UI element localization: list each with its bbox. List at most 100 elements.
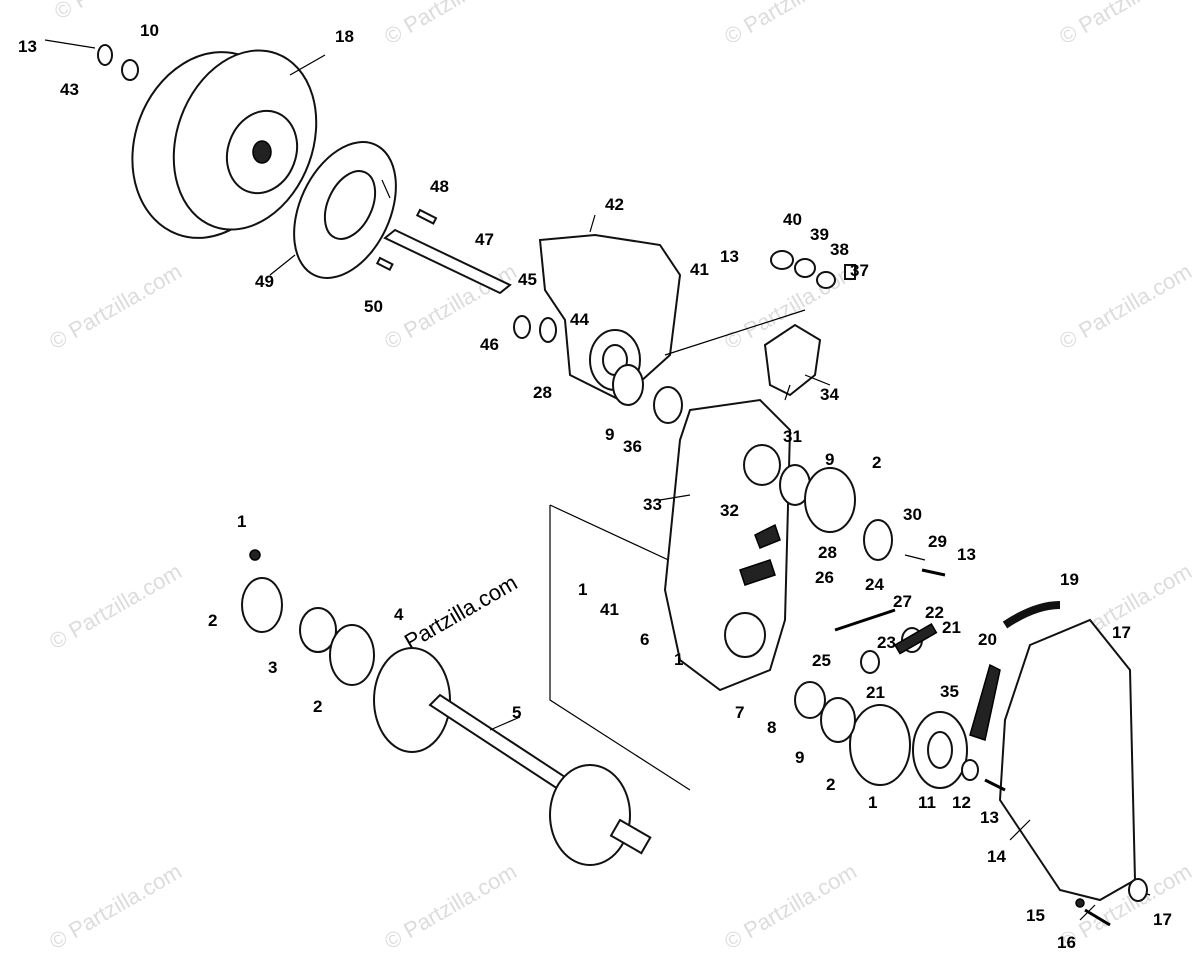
watermark: © Partzilla.com xyxy=(45,859,186,955)
label-11: 11 xyxy=(918,793,936,812)
leader-lines xyxy=(269,179,1151,921)
label-18: 18 xyxy=(335,27,354,46)
label-41: 41 xyxy=(600,600,619,619)
bearing xyxy=(794,681,826,719)
label-30: 30 xyxy=(903,505,922,524)
partzilla-url: Partzilla.com xyxy=(400,570,522,655)
label-13: 13 xyxy=(980,808,999,827)
label-44: 44 xyxy=(570,310,589,329)
label-13: 13 xyxy=(957,545,976,564)
label-2: 2 xyxy=(208,611,217,630)
label-42: 42 xyxy=(605,195,624,214)
label-47: 47 xyxy=(475,230,494,249)
label-13: 13 xyxy=(720,247,739,266)
disc-plate xyxy=(293,141,397,279)
label-31: 31 xyxy=(783,427,802,446)
label-3: 3 xyxy=(268,658,277,677)
label-2: 2 xyxy=(826,775,835,794)
reference-line xyxy=(549,504,691,571)
brake-assembly xyxy=(664,250,856,397)
bearing-flange xyxy=(849,704,911,786)
label-5: 5 xyxy=(512,703,521,722)
label-39: 39 xyxy=(810,225,829,244)
watermark: © Partzilla.com xyxy=(50,0,191,24)
label-12: 12 xyxy=(952,793,971,812)
label-43: 43 xyxy=(60,80,79,99)
label-15: 15 xyxy=(1026,906,1045,925)
washer xyxy=(121,59,139,81)
washer xyxy=(97,44,113,66)
label-29: 29 xyxy=(928,532,947,551)
label-1: 1 xyxy=(674,650,683,669)
watermark: © Partzilla.com xyxy=(45,559,186,655)
label-33: 33 xyxy=(643,495,662,514)
seal-ring xyxy=(612,364,644,406)
chaincase-cover xyxy=(998,601,1137,902)
label-17: 17 xyxy=(1112,623,1131,642)
label-17: 17 xyxy=(1153,910,1172,929)
label-1: 1 xyxy=(578,580,587,599)
bearing-flange xyxy=(804,467,856,533)
label-22: 22 xyxy=(925,603,944,622)
watermark: © Partzilla.com xyxy=(1055,0,1196,49)
chaincase-housing xyxy=(663,398,792,692)
label-9: 9 xyxy=(795,748,804,767)
washer xyxy=(539,317,557,343)
watermark: © Partzilla.com xyxy=(720,859,861,955)
watermark: © Partzilla.com xyxy=(380,259,521,355)
bolt xyxy=(984,778,1006,792)
label-28: 28 xyxy=(818,543,837,562)
label-40: 40 xyxy=(783,210,802,229)
driven-clutch-pulley xyxy=(131,49,326,239)
label-16: 16 xyxy=(1057,933,1076,952)
watermark: © Partzilla.com xyxy=(720,0,861,49)
sprocket xyxy=(863,519,893,561)
watermark: © Partzilla.com xyxy=(1055,259,1196,355)
drive-chain xyxy=(969,663,1001,741)
label-26: 26 xyxy=(815,568,834,587)
label-8: 8 xyxy=(767,718,776,737)
label-41: 41 xyxy=(690,260,709,279)
label-7: 7 xyxy=(735,703,744,722)
label-20: 20 xyxy=(978,630,997,649)
label-24: 24 xyxy=(865,575,884,594)
label-36: 36 xyxy=(623,437,642,456)
label-27: 27 xyxy=(893,592,912,611)
label-19: 19 xyxy=(1060,570,1079,589)
tensioner-assembly xyxy=(834,608,938,674)
label-21: 21 xyxy=(866,683,885,702)
label-23: 23 xyxy=(877,633,896,652)
label-50: 50 xyxy=(364,297,383,316)
bolt xyxy=(1084,908,1111,927)
label-1: 1 xyxy=(868,793,877,812)
nut xyxy=(1075,898,1085,908)
label-32: 32 xyxy=(720,501,739,520)
label-14: 14 xyxy=(987,847,1006,866)
washer xyxy=(513,315,531,339)
lower-sprocket xyxy=(912,711,968,789)
label-9: 9 xyxy=(605,425,614,444)
label-4: 4 xyxy=(394,605,404,624)
label-6: 6 xyxy=(640,630,649,649)
label-10: 10 xyxy=(140,21,159,40)
reference-line xyxy=(549,505,691,791)
label-37: 37 xyxy=(850,261,869,280)
label-48: 48 xyxy=(430,177,449,196)
grommet xyxy=(1128,878,1148,902)
label-21: 21 xyxy=(942,618,961,637)
watermark: © Partzilla.com xyxy=(45,259,186,355)
label-13: 13 xyxy=(18,37,37,56)
label-35: 35 xyxy=(940,682,959,701)
label-46: 46 xyxy=(480,335,499,354)
label-45: 45 xyxy=(518,270,537,289)
label-34: 34 xyxy=(820,385,839,404)
label-1: 1 xyxy=(237,512,246,531)
washer xyxy=(961,759,979,781)
bolt xyxy=(44,39,96,49)
label-49: 49 xyxy=(255,272,274,291)
chaincase-bracket xyxy=(538,233,682,402)
watermark: © Partzilla.com xyxy=(380,0,521,49)
drive-shaft xyxy=(375,208,512,295)
drive-axle-assembly xyxy=(241,549,652,866)
part-labels: 13 10 43 18 48 47 49 50 42 45 44 46 28 4… xyxy=(18,21,1172,952)
